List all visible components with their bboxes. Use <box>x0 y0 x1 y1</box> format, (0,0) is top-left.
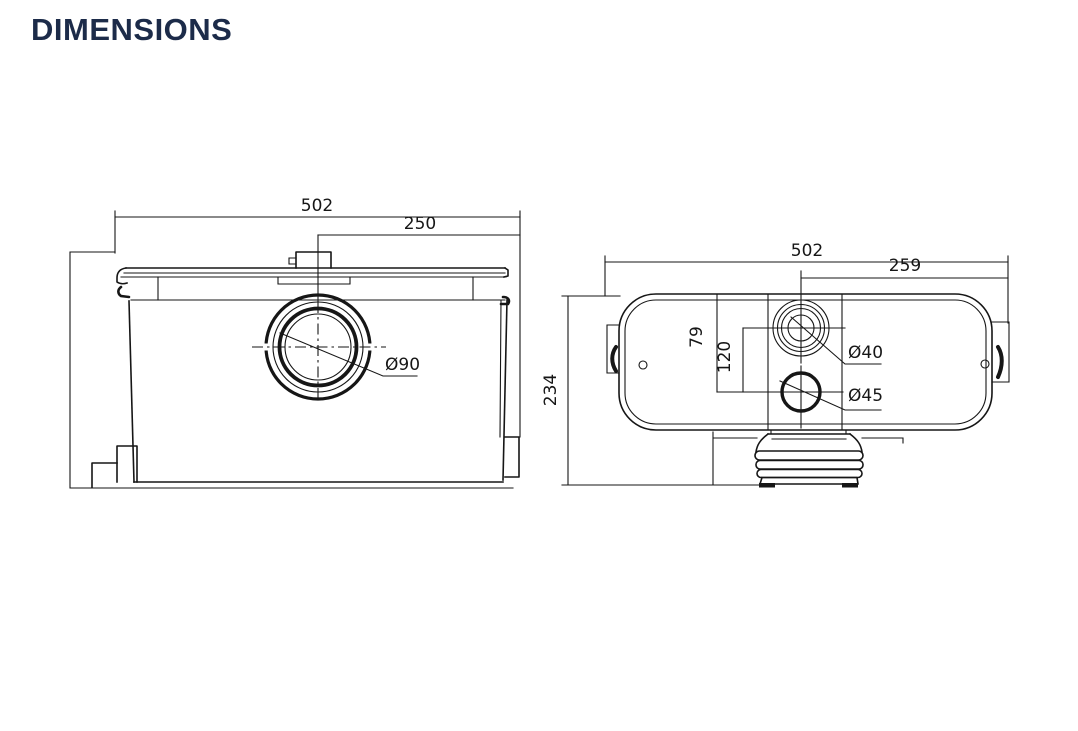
bottom-skirt <box>712 431 904 486</box>
bellows-foot-right <box>842 483 858 488</box>
top-ports <box>716 270 846 429</box>
top-dimensions: 502 259 234 79 120 Ø40 Ø45 <box>541 241 1009 486</box>
dim-234-label: 234 <box>541 374 561 406</box>
body-left-edge <box>128 300 135 483</box>
dim-inlet-label: Ø90 <box>385 355 420 375</box>
side-tab-right <box>991 321 1010 383</box>
dim-120-label: 120 <box>715 341 735 373</box>
dim-250-label: 250 <box>404 214 436 234</box>
dim-90-leader <box>279 332 418 377</box>
bellows-ridge-1 <box>754 450 864 461</box>
dim-259-label: 259 <box>889 256 921 276</box>
lid-latch-left <box>117 285 131 299</box>
top-body-inner <box>624 299 987 425</box>
side-view-outline <box>91 251 520 488</box>
bellows-ridge-3 <box>756 468 863 479</box>
dim-502-label: 502 <box>791 241 823 261</box>
dim-40-label: Ø40 <box>848 343 883 363</box>
top-view-outline <box>606 293 1010 486</box>
dim-45-label: Ø45 <box>848 386 883 406</box>
side-socket-right <box>996 345 1004 379</box>
bellows-flare-right <box>848 432 863 453</box>
bellows-flare-left <box>755 432 770 453</box>
body-right-inner <box>499 299 502 438</box>
page-title: DIMENSIONS <box>31 12 233 47</box>
side-centerlines <box>252 234 386 403</box>
side-tab-left <box>606 324 620 374</box>
dim-40-leader <box>790 316 882 365</box>
side-socket-left <box>610 345 618 373</box>
side-dimensions: 502 250 Ø90 <box>69 196 521 489</box>
screw-hole-left <box>638 360 648 370</box>
bellows-outlet <box>754 429 864 488</box>
ring-notch-left <box>261 343 268 351</box>
lid-latch-right <box>499 295 511 306</box>
screw-hole-right <box>980 359 990 369</box>
lid-left-curl <box>116 267 129 285</box>
lid-groove <box>277 276 351 285</box>
bellows-foot-left <box>759 483 775 488</box>
dim-79-label: 79 <box>687 326 707 348</box>
foot-left <box>116 445 138 483</box>
bellows-flange <box>759 476 859 485</box>
height-bracket <box>69 251 514 489</box>
inlet-ring-inner <box>284 313 352 381</box>
lid-cap-notch <box>288 257 297 265</box>
top-body-outer <box>618 293 993 431</box>
foot-right <box>504 436 520 478</box>
body-right-edge <box>502 299 508 481</box>
top-view: 502 259 234 79 120 Ø40 Ø45 <box>541 241 1010 488</box>
ring-notch-right <box>368 343 375 351</box>
foot-left-step <box>91 462 118 488</box>
dim-45-leader <box>779 380 882 411</box>
lid-cap <box>295 251 332 269</box>
bellows-ridge-2 <box>755 459 864 470</box>
side-view: 502 250 Ø90 <box>69 196 521 489</box>
dim-502-label: 502 <box>301 196 333 216</box>
